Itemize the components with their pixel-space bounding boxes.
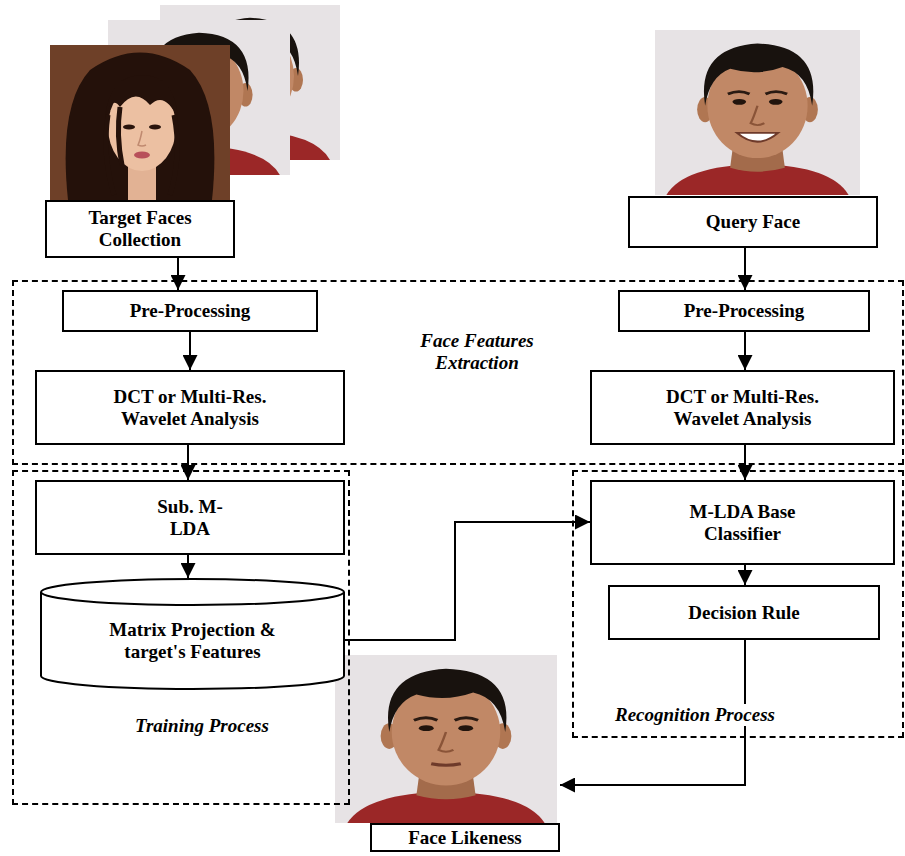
process-box: Pre-Processing [62, 290, 318, 332]
collection-box: Target Faces Collection [45, 200, 235, 258]
node-label: Face Likeness [370, 823, 560, 852]
flow-arrow [177, 258, 179, 290]
node-label: Sub. M-LDA [150, 496, 230, 540]
flow-arrow [744, 332, 746, 370]
query-face-photo [655, 30, 860, 195]
query-box: Query Face [628, 196, 878, 248]
extraction-region: Face Features Extraction Pre-Processing Pr… [12, 280, 904, 465]
region-label: Recognition Process [612, 704, 778, 726]
flow-arrow [187, 445, 189, 480]
cylinder-body [41, 579, 344, 689]
node-label: DCT or Multi-Res. Wavelet Analysis [643, 386, 843, 430]
process-box: DCT or Multi-Res. Wavelet Analysis [35, 370, 345, 445]
node-label: Query Face [706, 211, 800, 233]
node-label: Pre-Processing [684, 300, 805, 322]
classifier-box: M-LDA Base Classifier [590, 480, 895, 565]
training-region: Training Process Sub. M-LDA Matrix Project… [12, 470, 350, 805]
region-label: Training Process [132, 715, 272, 737]
node-label: DCT or Multi-Res. Wavelet Analysis [90, 386, 290, 430]
flow-arrow [744, 565, 746, 585]
flow-arrow [189, 332, 191, 370]
likeness-face-photo [335, 655, 557, 823]
cylinder-rim [41, 592, 344, 605]
flow-arrow [187, 555, 189, 578]
database-cylinder: Matrix Projection & target's Features [40, 578, 345, 690]
process-box: Sub. M-LDA [35, 480, 345, 555]
process-box: Decision Rule [608, 585, 880, 640]
node-label: M-LDA Base Classifier [678, 501, 808, 545]
node-label: Matrix Projection & target's Features [100, 619, 285, 663]
node-label: Pre-Processing [130, 300, 251, 322]
target-face-photo [50, 45, 230, 200]
process-box: DCT or Multi-Res. Wavelet Analysis [590, 370, 895, 445]
node-label: Decision Rule [688, 602, 799, 624]
recognition-region: Recognition Process M-LDA Base Classifier… [572, 470, 904, 738]
result-node: Face Likeness [335, 655, 560, 852]
flow-arrow [744, 248, 746, 290]
process-box: Pre-Processing [618, 290, 870, 332]
node-label: Target Faces Collection [55, 207, 225, 251]
flow-arrow [744, 445, 746, 480]
flow-arrow [345, 522, 590, 640]
region-label: Face Features Extraction [399, 330, 555, 374]
